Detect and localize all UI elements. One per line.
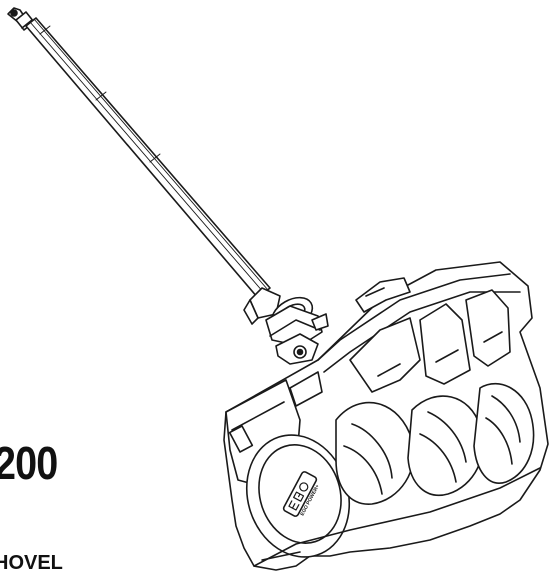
pivot-collar (243, 287, 329, 365)
model-number: 200 (0, 437, 58, 489)
product-name: HOVEL (0, 552, 63, 574)
attachment-shaft (7, 7, 271, 299)
